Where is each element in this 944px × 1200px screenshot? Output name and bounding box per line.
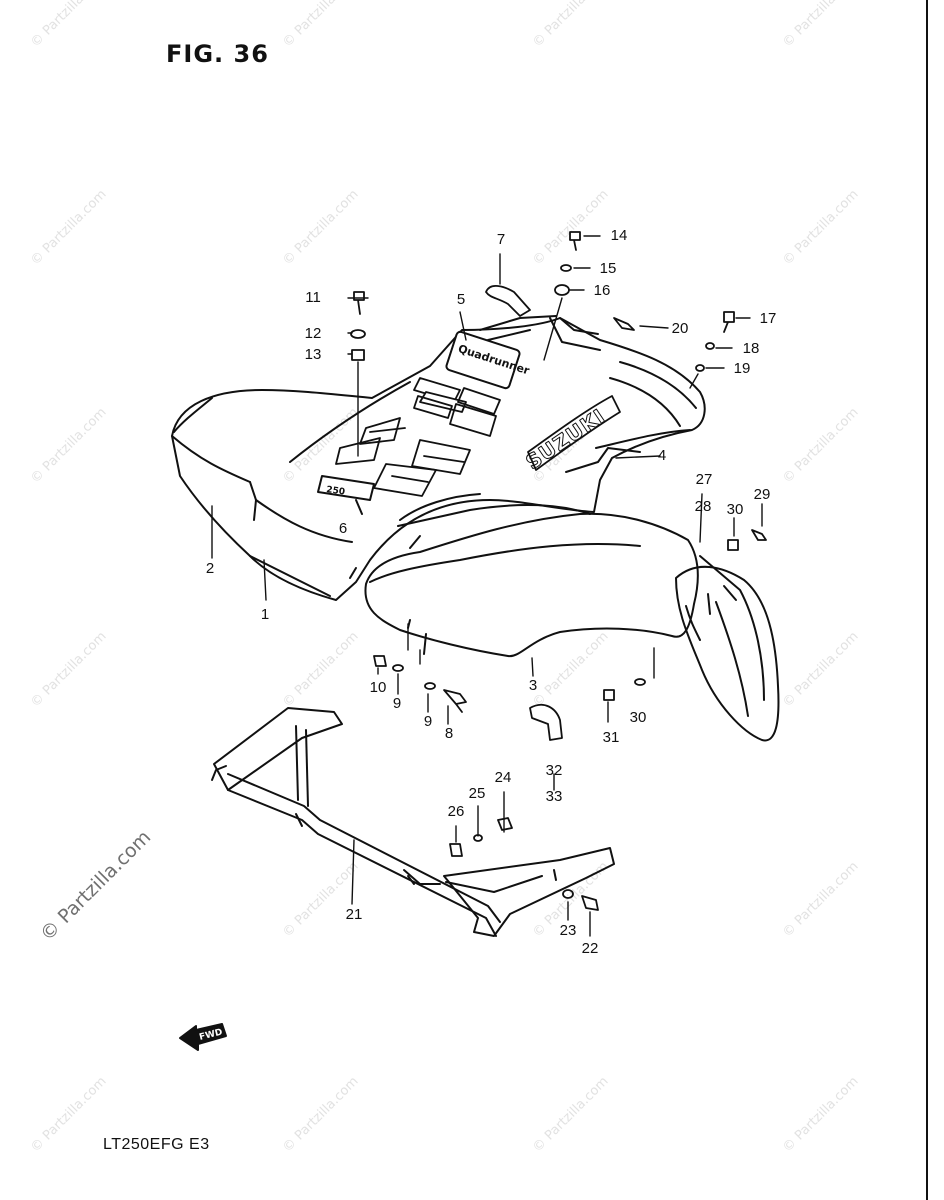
callout-22: 22 xyxy=(581,940,599,957)
callout-10: 10 xyxy=(369,679,387,696)
callout-16: 16 xyxy=(593,282,611,299)
small-fasteners xyxy=(350,231,767,911)
callout-17: 17 xyxy=(759,310,777,327)
callout-8: 8 xyxy=(444,725,454,742)
callout-25: 25 xyxy=(468,785,486,802)
callout-4: 4 xyxy=(657,447,667,464)
figure-title: FIG. 36 xyxy=(166,40,269,68)
model-code: LT250EFG E3 xyxy=(103,1136,210,1153)
callout-18: 18 xyxy=(742,340,760,357)
callout-9: 9 xyxy=(423,713,433,730)
callout-12: 12 xyxy=(304,325,322,342)
callout-1: 1 xyxy=(260,606,270,623)
callout-24: 24 xyxy=(494,769,512,786)
suzuki-logo-text: SUZUKI xyxy=(521,404,609,474)
callout-30: 30 xyxy=(726,501,744,518)
page-edge-border xyxy=(924,0,944,1200)
callout-19: 19 xyxy=(733,360,751,377)
model-badge: 250 xyxy=(317,475,375,515)
rear-carrier-frame xyxy=(211,707,615,937)
rear-fender xyxy=(364,512,701,658)
callout-29: 29 xyxy=(753,486,771,503)
callout-30: 30 xyxy=(629,709,647,726)
callout-9: 9 xyxy=(392,695,402,712)
bracket-clip xyxy=(485,285,531,317)
callout-28: 28 xyxy=(694,498,712,515)
callout-7: 7 xyxy=(496,231,506,248)
forward-arrow-icon: FWD xyxy=(179,1023,227,1051)
callout-31: 31 xyxy=(602,729,620,746)
callout-5: 5 xyxy=(456,291,466,308)
suzuki-decal: SUZUKI xyxy=(521,395,621,475)
callout-32: 32 xyxy=(545,762,563,779)
callout-21: 21 xyxy=(345,906,363,923)
callout-26: 26 xyxy=(447,803,465,820)
badge-text: 250 xyxy=(326,485,346,498)
callout-2: 2 xyxy=(205,560,215,577)
callout-33: 33 xyxy=(545,788,563,805)
callout-6: 6 xyxy=(338,520,348,537)
leader-lines xyxy=(211,235,763,937)
callout-20: 20 xyxy=(671,320,689,337)
callout-27: 27 xyxy=(695,471,713,488)
mud-flap-guard xyxy=(675,555,780,742)
callout-13: 13 xyxy=(304,346,322,363)
callout-23: 23 xyxy=(559,922,577,939)
callout-14: 14 xyxy=(610,227,628,244)
callout-15: 15 xyxy=(599,260,617,277)
callout-11: 11 xyxy=(305,289,321,306)
clip-piece xyxy=(529,703,563,741)
vent-slots xyxy=(335,377,501,497)
callout-3: 3 xyxy=(528,677,538,694)
